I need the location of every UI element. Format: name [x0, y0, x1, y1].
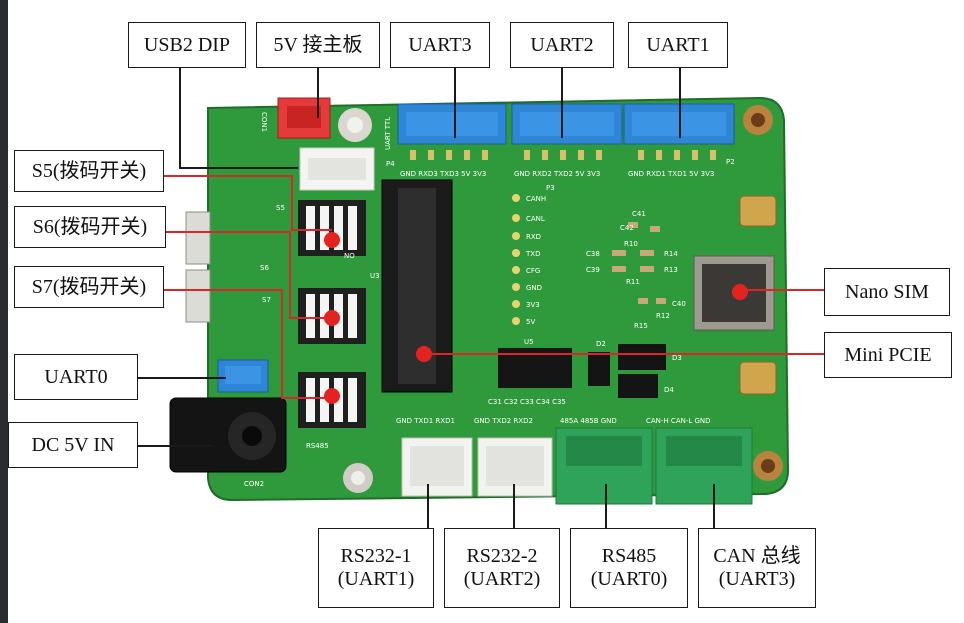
silk-part-c41: C41: [632, 210, 646, 218]
silk-k4-pins: 485A 485B GND: [560, 417, 617, 425]
can-terminal: [655, 427, 753, 505]
silk-part-c39: C39: [586, 266, 600, 274]
label-mini-pcie: Mini PCIE: [824, 332, 952, 378]
label-rs485-line2: (UART0): [590, 568, 668, 590]
silk-led-7: 5V: [526, 318, 535, 326]
silk-part-r15: R15: [634, 322, 648, 330]
silk-part-r13: R13: [664, 266, 678, 274]
silk-p2-pins: GND RXD1 TXD1 5V 3V3: [628, 170, 714, 178]
silk-can-pins: CAN-H CAN-L GND: [646, 417, 711, 425]
label-5v-power: 5V 接主板: [256, 22, 380, 68]
silk-u3: U3: [370, 272, 380, 280]
silk-part-r11: R11: [626, 278, 640, 286]
label-s5: S5(拨码开关): [14, 150, 164, 192]
label-s7: S7(拨码开关): [14, 266, 164, 308]
label-nano-sim: Nano SIM: [824, 268, 950, 316]
silk-led-2: RXD: [526, 233, 541, 241]
rs485-terminal: [555, 427, 653, 505]
silk-led-1: CANL: [526, 215, 545, 223]
label-rs232-2-line1: RS232-2: [466, 545, 538, 567]
label-rs232-1-line1: RS232-1: [340, 545, 412, 567]
uart3-header: [397, 103, 507, 145]
silk-p2: P2: [726, 158, 735, 166]
silk-s6: S6: [260, 264, 269, 272]
silk-p4-pins: GND RXD3 TXD3 5V 3V3: [400, 170, 486, 178]
silk-p1-pins: GND RXD2 TXD2 5V 3V3: [514, 170, 600, 178]
silk-part-r10: R10: [624, 240, 638, 248]
silk-part-c40: C40: [672, 300, 686, 308]
silk-d4: D4: [664, 386, 674, 394]
rs232-1-connector: [401, 437, 473, 497]
label-rs485: RS485 (UART0): [570, 528, 688, 608]
silk-uart-ttl: UART TTL: [384, 117, 392, 150]
label-uart1: UART1: [628, 22, 728, 68]
silk-part-r14: R14: [664, 250, 678, 258]
silk-led-4: CFG: [526, 267, 540, 275]
silk-led-3: TXD: [525, 250, 540, 258]
label-usb2-dip: USB2 DIP: [128, 22, 246, 68]
label-rs232-2: RS232-2 (UART2): [444, 528, 560, 608]
silk-k2-pins: GND TXD2 RXD2: [474, 417, 533, 425]
silk-p4: P4: [386, 160, 395, 168]
label-can-bus-line1: CAN 总线: [713, 545, 801, 567]
label-can-bus-line2: (UART3): [718, 568, 796, 590]
silk-part-r12: R12: [656, 312, 670, 320]
silk-k1-pins: GND TXD1 RXD1: [396, 417, 455, 425]
silk-d3: D3: [672, 354, 682, 362]
silk-part-c42: C42: [620, 224, 634, 232]
silk-s7: S7: [262, 296, 271, 304]
label-rs485-line1: RS485: [601, 545, 657, 567]
silk-led-5: GND: [526, 284, 542, 292]
silk-part-c38: C38: [586, 250, 600, 258]
label-uart3: UART3: [390, 22, 490, 68]
callout-markers: [324, 232, 748, 404]
label-rs232-1-line2: (UART1): [337, 568, 415, 590]
label-uart0: UART0: [14, 354, 138, 400]
silk-con2: CON2: [244, 480, 264, 488]
silk-led-0: CANH: [526, 195, 546, 203]
leader-lines: [138, 68, 715, 528]
silk-p3: P3: [546, 184, 555, 192]
silk-no: NO: [344, 252, 355, 260]
silk-led-6: 3V3: [526, 301, 540, 309]
label-can-bus: CAN 总线 (UART3): [698, 528, 816, 608]
callout-lines: [164, 175, 824, 399]
silk-rs485: RS485: [306, 442, 329, 450]
silk-con1: CON1: [260, 112, 268, 132]
silk-caps-bottom: C31 C32 C33 C34 C35: [488, 398, 566, 406]
label-uart2: UART2: [510, 22, 614, 68]
silk-d2: D2: [596, 340, 606, 348]
label-rs232-2-line2: (UART2): [463, 568, 541, 590]
label-dc-in: DC 5V IN: [8, 422, 138, 468]
uart2-header: [511, 103, 623, 145]
silk-u5: U5: [524, 338, 534, 346]
label-rs232-1: RS232-1 (UART1): [318, 528, 434, 608]
silk-s5: S5: [276, 204, 285, 212]
label-s6: S6(拨码开关): [14, 206, 166, 248]
